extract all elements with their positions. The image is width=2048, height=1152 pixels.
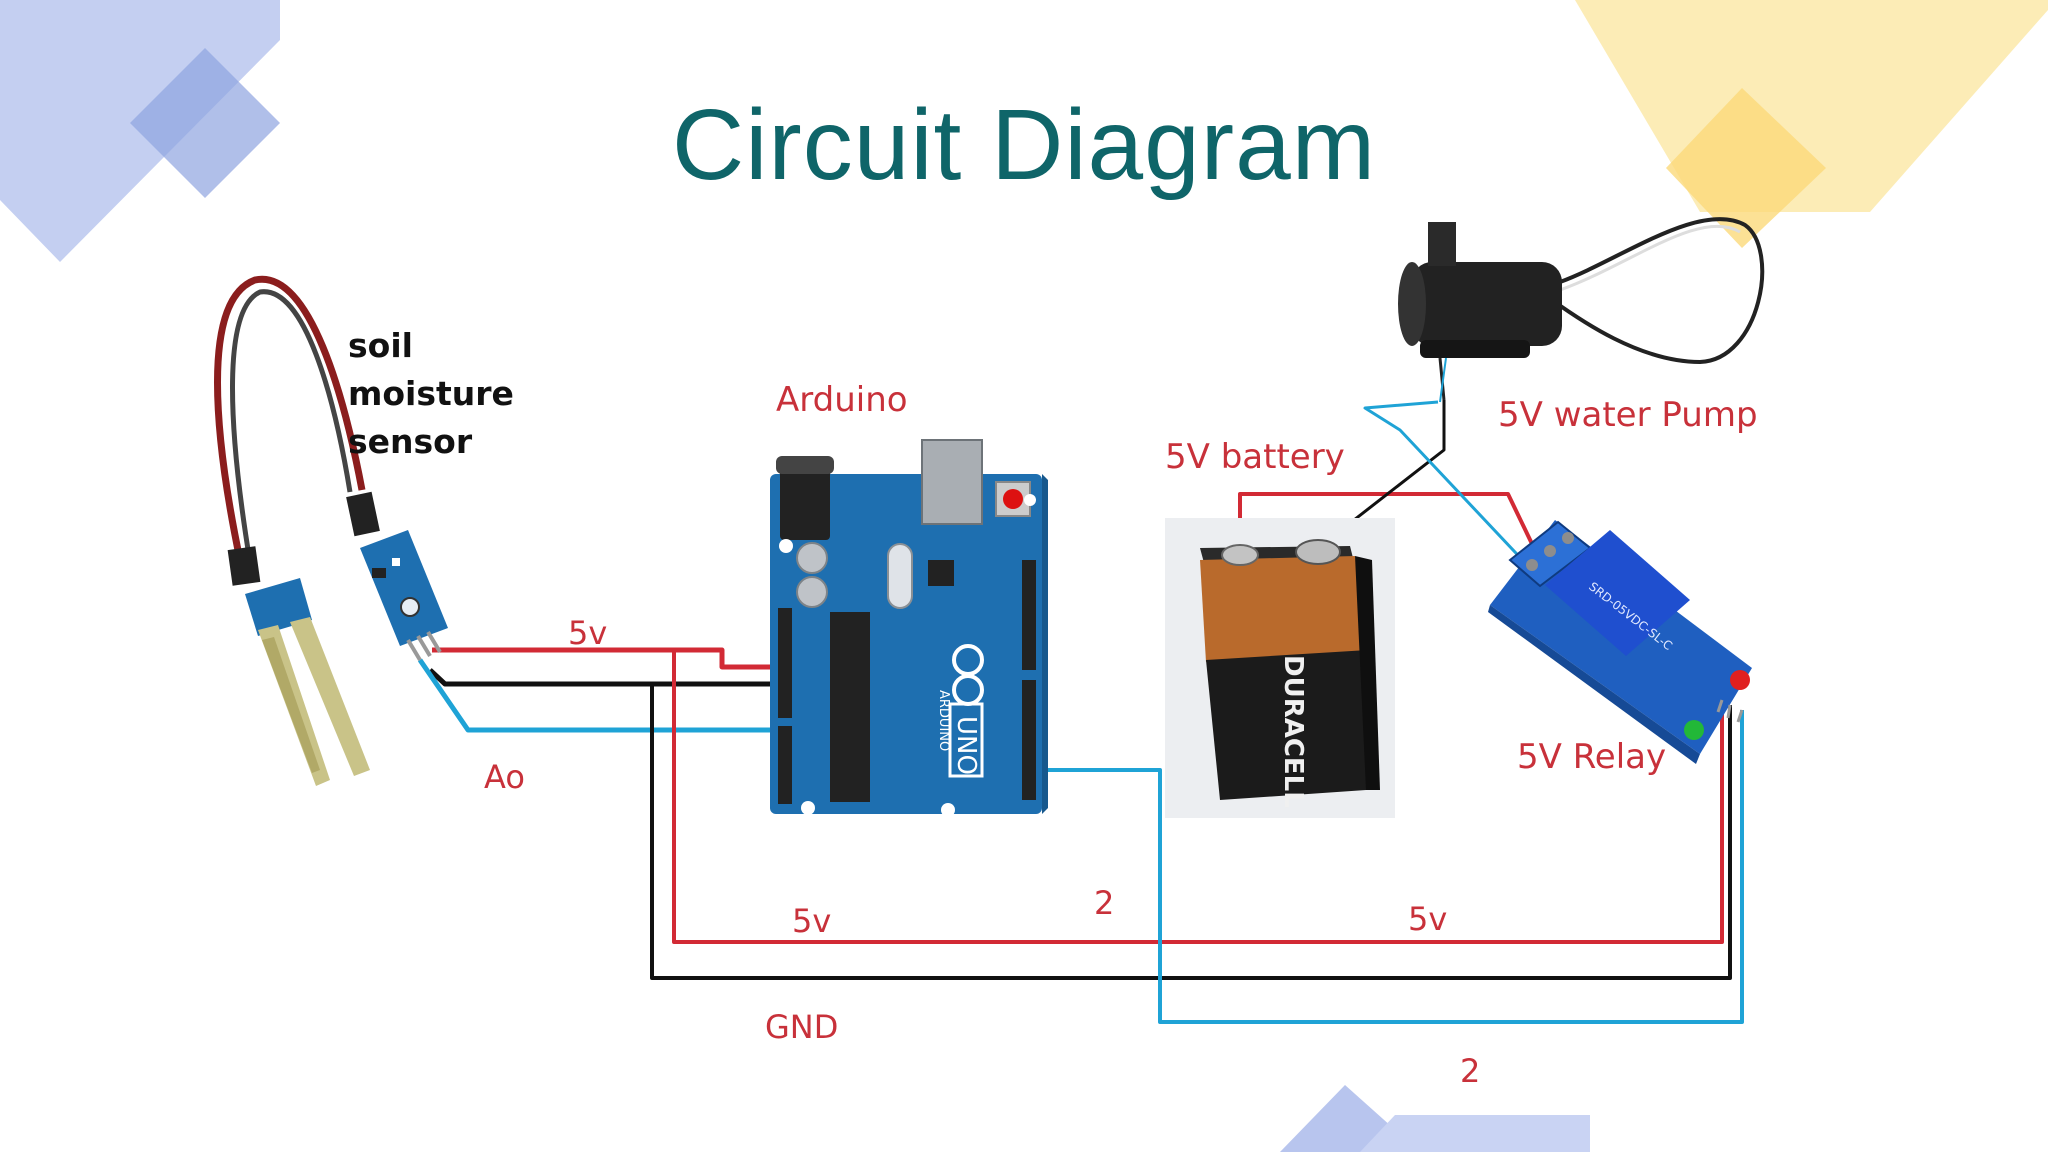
wire-gnd-relay [650, 684, 1732, 980]
wire-pin2-relay [1035, 710, 1744, 1024]
arduino-brand-text: ARDUINO [936, 690, 951, 751]
soil-sensor-label-text: soil moisture sensor [348, 326, 514, 461]
decor-top-left [0, 0, 280, 262]
pump-label: 5V water Pump [1498, 395, 1758, 435]
battery: DURACELL [1165, 518, 1395, 818]
decor-top-right [1575, 0, 2048, 248]
wire-sensor-gnd [428, 668, 787, 687]
arduino-model-text: UNO [951, 716, 981, 775]
soil-sensor-label: soil moisture sensor [348, 322, 588, 466]
battery-label: 5V battery [1165, 437, 1345, 477]
wire-label-sensor-5v: 5v [568, 614, 608, 652]
wire-label-5v-left: 5v [792, 902, 832, 940]
wire-sensor-5v [432, 647, 787, 670]
wire-battery-pump [1317, 400, 1446, 550]
arduino-board: ARDUINO UNO [770, 439, 1048, 817]
decor-bottom [1280, 1085, 1590, 1152]
soil-moisture-sensor [214, 275, 448, 786]
wire-label-pin2-top: 2 [1094, 884, 1115, 922]
wires [417, 400, 1744, 1024]
wire-5v-relay [672, 650, 1724, 944]
relay-module: SRD-05VDC-SL-C [1488, 520, 1752, 764]
wire-label-5v-right: 5v [1408, 900, 1448, 938]
slide-title: Circuit Diagram [671, 89, 1376, 201]
wire-label-pin2-bottom: 2 [1460, 1052, 1481, 1090]
arduino-label: Arduino [776, 380, 908, 420]
wire-label-gnd: GND [765, 1008, 839, 1046]
relay-label: 5V Relay [1517, 737, 1667, 777]
battery-brand-text: DURACELL [1278, 655, 1308, 808]
wire-relay-pump [1363, 400, 1532, 570]
water-pump [1398, 217, 1765, 403]
wire-sensor-ao [417, 658, 787, 733]
wire-label-sensor-ao: Ao [484, 758, 525, 796]
